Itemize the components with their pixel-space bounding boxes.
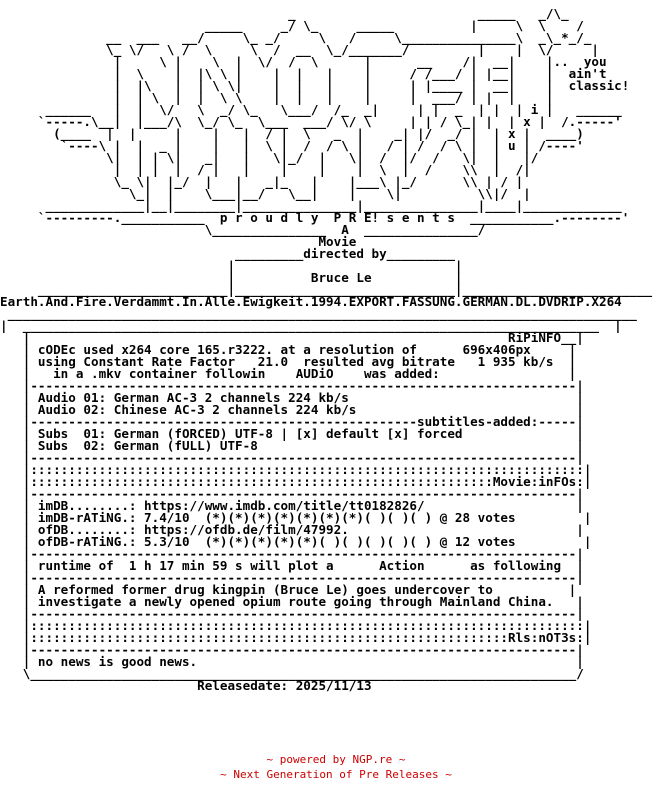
nfo-line: |---------------------------------------… [0, 486, 584, 501]
nfo-line: |---------------------------------------… [0, 546, 584, 561]
nfo-line: |---------------------------------------… [0, 378, 584, 393]
nfo-line: | Audio 01: German AC-3 2 channels 224 k… [0, 390, 584, 405]
nfo-line: |:::::::::::::::::::::::::::::::::::::::… [0, 630, 592, 645]
nfo-line: | ofDB-rATiNG.: 5.3/10 (*)(*)(*)(*)(*)( … [0, 534, 592, 549]
nfo-line: _________________________|______________… [0, 282, 653, 297]
nfo-line: (____ | | | | | / | \ _ | _| |/ _/ | | x… [0, 126, 584, 141]
nfo-line: `---------.___________ p r o u d l y P R… [0, 210, 630, 225]
nfo-line: | Bruce Le | [0, 270, 463, 285]
nfo-line: |---------------------------------------… [0, 450, 584, 465]
nfo-line: | A reformed former drug kingpin (Bruce … [0, 582, 577, 597]
nfo-line: | Subs 02: German (fULL) UTF-8 | [0, 438, 584, 453]
nfo-line: Movie [0, 234, 357, 249]
nfo-line: ________________________________________… [0, 306, 637, 321]
nfo-line: \_| | \___|__/ \__| | \| \\|/ | [0, 186, 531, 201]
nfo-line: Earth.And.Fire.Verdammt.In.Alle.Ewigkeit… [0, 294, 622, 309]
footer-tagline: ~ Next Generation of Pre Releases ~ [220, 768, 452, 781]
nfo-line: | ofDB........: https://ofdb.de/film/479… [0, 522, 584, 537]
footer: ~ powered by NGP.re ~ ~ Next Generation … [0, 752, 672, 782]
nfo-line: | in a .mkv container followin AUDiO was… [0, 366, 577, 381]
nfo-line: |---------------------------------------… [0, 606, 584, 621]
nfo-line: | RiPiNFO__| [0, 330, 584, 345]
nfo-line: |:::::::::::::::::::::::::::::::::::::::… [0, 462, 592, 477]
nfo-line: _____________|__|________|______________… [0, 198, 622, 213]
nfo-line: _________directed by_________ [0, 246, 455, 261]
nfo-line: |:::::::::::::::::::::::::::::::::::::::… [0, 618, 592, 633]
nfo-line: | | [0, 258, 463, 273]
nfo-line: `-----.\__| |___/\ \_/ \_ \___ ___/ \/ \… [0, 114, 622, 129]
nfo-line: \_ \| |_/ | | _|_ | |___\ |_/ \\ | / | [0, 174, 524, 189]
nfo-line: _ _____ _/\_ [0, 6, 569, 21]
nfo-line: \_______________________________________… [0, 666, 584, 681]
nfo-line: | no news is good news. | [0, 654, 584, 669]
nfo-line: |---------------------------------------… [0, 414, 584, 429]
nfo-line: \_______________ A _______________/ [0, 222, 486, 237]
nfo-line: | imDB-rATiNG.: 7.4/10 (*)(*)(*)(*)(*)(*… [0, 510, 592, 525]
nfo-line: | imDB........: https://www.imdb.com/tit… [0, 498, 584, 513]
nfo-line: | \ | \ | \/ / \ | __ /| __| |.. you [0, 54, 607, 69]
nfo-line: | cODEc used x264 core 165.r3222. at a r… [0, 342, 577, 357]
nfo-line: _____ _/ \_ _____ | \ \ / [0, 18, 584, 33]
nfo-line: | runtime of 1 h 17 min 59 s will plot a… [0, 558, 584, 573]
nfo-line: | \ | |\ \ | | | | | / /___/ | |__| | ai… [0, 66, 607, 81]
nfo-line: |---------------------------------------… [0, 642, 584, 657]
nfo-line: \| | | \| _| | \|_/ | \| / |/ / \| | |/ [0, 150, 539, 165]
nfo-line: | Subs 01: German (fORCED) UTF-8 | [x] d… [0, 426, 584, 441]
nfo-line: | using Constant Rate Factor 21.0 result… [0, 354, 577, 369]
nfo-line: | | | | / | | | | | \ | / \\ | /| [0, 162, 531, 177]
nfo-line: | Audio 02: Chinese AC-3 2 channels 224 … [0, 402, 584, 417]
nfo-line: |---------------------------------------… [0, 570, 584, 585]
nfo-line: |:::::::::::::::::::::::::::::::::::::::… [0, 474, 592, 489]
nfo-line: Releasedate: 2025/11/13 [0, 678, 372, 693]
nfo-line: | |\ | | \ \| | | | | | |____ | __| | cl… [0, 78, 630, 93]
nfo-line: ______ | | \/ \ _/ \_ \___/ /_ _| | | _ … [0, 102, 622, 117]
nfo-ascii-art: _ _____ _/\_ _____ _/ \_ _____ | \ \ / _… [0, 6, 653, 693]
nfo-line: | ______________________________________… [0, 318, 622, 333]
footer-powered-by: ~ powered by NGP.re ~ [266, 753, 406, 766]
nfo-line: `----\ | | _ | | | \ | / / \ | / | / / \… [0, 138, 584, 153]
nfo-line: | investigate a newly opened opium route… [0, 594, 584, 609]
nfo-line: __ ___ __/ \_ _/ \ / \_______________\ _… [0, 30, 592, 45]
nfo-line: \_ \/ \ / \ \ / __ \_/_______/ | | \/ | [0, 42, 599, 57]
nfo-line: | | \ | | \ \ | | | | | ___/ | | | | [0, 90, 554, 105]
